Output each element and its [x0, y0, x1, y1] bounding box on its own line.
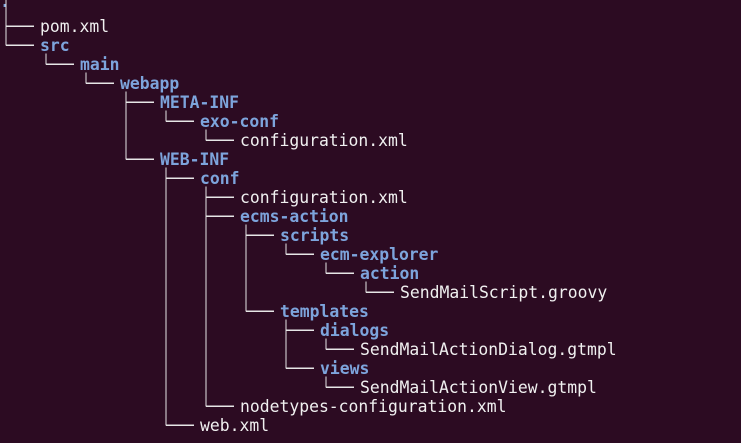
- tree-directory: META-INF: [160, 92, 239, 112]
- tree-root-dot: .: [0, 0, 10, 11]
- tree-directory: action: [360, 263, 420, 283]
- tree-file: configuration.xml: [240, 187, 408, 207]
- tree-file: SendMailActionView.gtmpl: [360, 377, 597, 397]
- tree-directory: scripts: [280, 225, 350, 245]
- tree-directory: conf: [200, 168, 240, 188]
- tree-directory: exo-conf: [200, 111, 279, 131]
- tree-directory: ecm-explorer: [320, 244, 439, 264]
- tree-directory: src: [40, 35, 70, 55]
- tree-directory: dialogs: [320, 320, 390, 340]
- tree-directory: templates: [280, 301, 369, 321]
- tree-file: pom.xml: [40, 16, 110, 36]
- tree-directory: ecms-action: [240, 206, 349, 226]
- tree-directory: views: [320, 358, 370, 378]
- tree-directory: WEB-INF: [160, 149, 230, 169]
- tree-directory: webapp: [120, 73, 180, 93]
- tree-file: nodetypes-configuration.xml: [240, 396, 507, 416]
- tree-file: web.xml: [200, 415, 270, 435]
- tree-directory: main: [80, 54, 120, 74]
- tree-file: SendMailScript.groovy: [400, 282, 608, 302]
- tree-file: configuration.xml: [240, 130, 408, 150]
- tree-file: SendMailActionDialog.gtmpl: [360, 339, 617, 359]
